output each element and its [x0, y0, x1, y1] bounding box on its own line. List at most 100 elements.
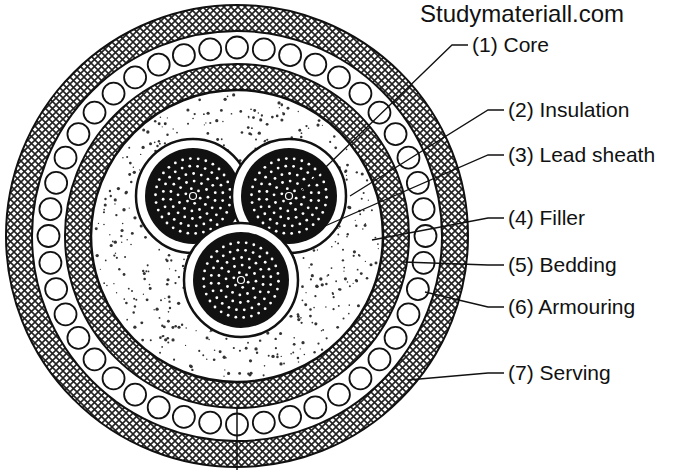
- strand: [219, 207, 222, 210]
- filler-speck: [109, 234, 110, 235]
- strand: [199, 197, 202, 200]
- strand: [204, 159, 207, 162]
- filler-speck: [251, 127, 253, 129]
- filler-speck: [195, 330, 196, 331]
- strand: [307, 206, 310, 209]
- filler-speck: [279, 332, 282, 335]
- filler-speck: [115, 253, 116, 254]
- strand: [172, 183, 175, 186]
- filler-speck: [308, 267, 309, 268]
- strand: [231, 291, 234, 294]
- filler-speck: [156, 145, 158, 147]
- strand: [296, 182, 299, 185]
- filler-speck: [343, 267, 345, 269]
- filler-speck: [116, 292, 117, 293]
- filler-speck: [185, 345, 186, 346]
- strand: [248, 258, 251, 261]
- strand: [226, 285, 229, 288]
- filler-speck: [103, 209, 105, 211]
- strand: [203, 285, 206, 288]
- filler-speck: [313, 307, 315, 309]
- filler-speck: [163, 335, 165, 337]
- filler-speck: [172, 128, 173, 129]
- filler-speck: [146, 130, 149, 133]
- filler-speck: [343, 271, 344, 272]
- filler-speck: [142, 270, 144, 272]
- strand: [186, 232, 189, 235]
- filler-speck: [360, 272, 363, 275]
- strand: [274, 201, 277, 204]
- filler-speck: [198, 350, 200, 352]
- filler-speck: [177, 326, 180, 329]
- filler-speck: [263, 141, 265, 143]
- strand: [200, 174, 203, 177]
- strand: [292, 165, 295, 168]
- strand: [237, 241, 240, 244]
- filler-speck: [245, 347, 248, 350]
- filler-speck: [126, 319, 128, 321]
- filler-speck: [303, 257, 305, 259]
- filler-speck: [247, 373, 250, 376]
- filler-speck: [113, 254, 115, 256]
- strand: [227, 314, 230, 317]
- strand: [255, 262, 258, 265]
- filler-speck: [266, 139, 268, 141]
- strand: [229, 243, 232, 246]
- filler-speck: [282, 113, 285, 116]
- armour-wire: [148, 54, 170, 76]
- filler-speck: [159, 336, 162, 339]
- strand: [209, 219, 212, 222]
- strand: [315, 207, 318, 210]
- filler-speck: [332, 308, 334, 310]
- filler-speck: [231, 113, 233, 115]
- filler-speck: [126, 156, 128, 158]
- filler-speck: [293, 343, 296, 346]
- strand: [228, 306, 231, 309]
- filler-speck: [96, 254, 99, 257]
- strand: [207, 196, 210, 199]
- strand: [166, 222, 169, 225]
- strand: [177, 211, 180, 214]
- filler-speck: [186, 109, 189, 112]
- filler-speck: [206, 337, 209, 340]
- filler-speck: [167, 117, 168, 118]
- strand: [259, 290, 262, 293]
- strand: [303, 178, 306, 181]
- filler-speck: [300, 317, 302, 319]
- strand: [259, 268, 262, 271]
- strand: [267, 291, 270, 294]
- strand: [279, 216, 282, 219]
- filler-speck: [225, 357, 227, 359]
- filler-speck: [118, 268, 120, 270]
- filler-speck: [337, 242, 339, 244]
- strand: [191, 217, 194, 220]
- armour-wire: [385, 123, 407, 145]
- strand: [193, 202, 196, 205]
- strand: [324, 204, 327, 207]
- filler-speck: [339, 288, 342, 291]
- strand: [161, 216, 164, 219]
- strand: [286, 193, 293, 200]
- strand: [247, 300, 250, 303]
- armouring-ring: [32, 31, 442, 441]
- filler-speck: [232, 93, 235, 96]
- filler-speck: [331, 267, 333, 269]
- filler-speck: [209, 331, 210, 332]
- strand: [231, 300, 234, 303]
- filler-speck: [301, 132, 303, 134]
- strand: [204, 203, 207, 206]
- strand: [214, 199, 217, 202]
- strand: [317, 199, 320, 202]
- filler-speck: [310, 263, 313, 266]
- filler-speck: [298, 111, 299, 112]
- filler-speck: [355, 279, 358, 282]
- filler-speck: [206, 358, 208, 360]
- filler-speck: [357, 269, 359, 271]
- filler-speck: [170, 259, 172, 261]
- strand: [155, 201, 158, 204]
- filler-speck: [220, 109, 223, 112]
- filler-speck: [368, 199, 369, 200]
- strand: [290, 232, 293, 235]
- armour-wire: [328, 384, 350, 406]
- strand: [259, 247, 262, 250]
